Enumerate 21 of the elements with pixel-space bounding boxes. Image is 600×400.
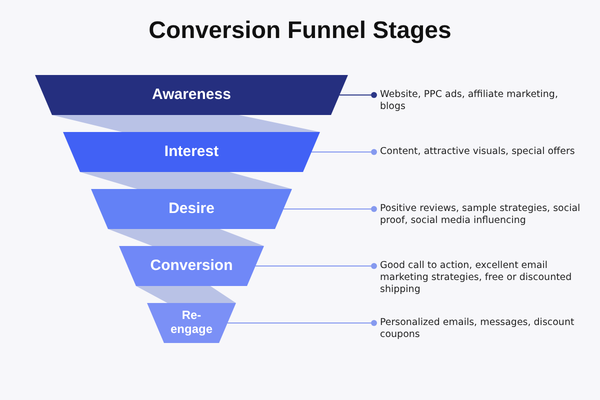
funnel-stage bbox=[63, 132, 320, 172]
stage-label: Re-engage bbox=[169, 309, 214, 337]
stage-label: Conversion bbox=[150, 257, 233, 275]
description-text: Website, PPC ads, affiliate marketing, blogs bbox=[380, 89, 585, 113]
description-text: Positive reviews, sample strategies, social proof, social media influencing bbox=[380, 203, 585, 227]
stage-label: Interest bbox=[164, 143, 219, 161]
description-text: Good call to action, excellent email marketing strategies, free or discounted shipping bbox=[380, 260, 585, 296]
description-text: Content, attractive visuals, special offers bbox=[380, 146, 585, 158]
leader-line bbox=[227, 320, 377, 326]
leader-line bbox=[311, 149, 377, 155]
leader-line bbox=[283, 206, 377, 212]
description-text: Personalized emails, messages, discount coupons bbox=[380, 317, 585, 341]
stage-label: Awareness bbox=[152, 86, 231, 104]
leader-line bbox=[255, 263, 377, 269]
title: Conversion Funnel Stages bbox=[148, 16, 452, 46]
funnel-stage bbox=[119, 246, 264, 286]
leader-line bbox=[339, 92, 377, 98]
funnel-stage bbox=[91, 189, 292, 229]
funnel-stage bbox=[35, 75, 348, 115]
funnel-stage bbox=[147, 303, 236, 343]
stage-label: Desire bbox=[168, 200, 214, 218]
